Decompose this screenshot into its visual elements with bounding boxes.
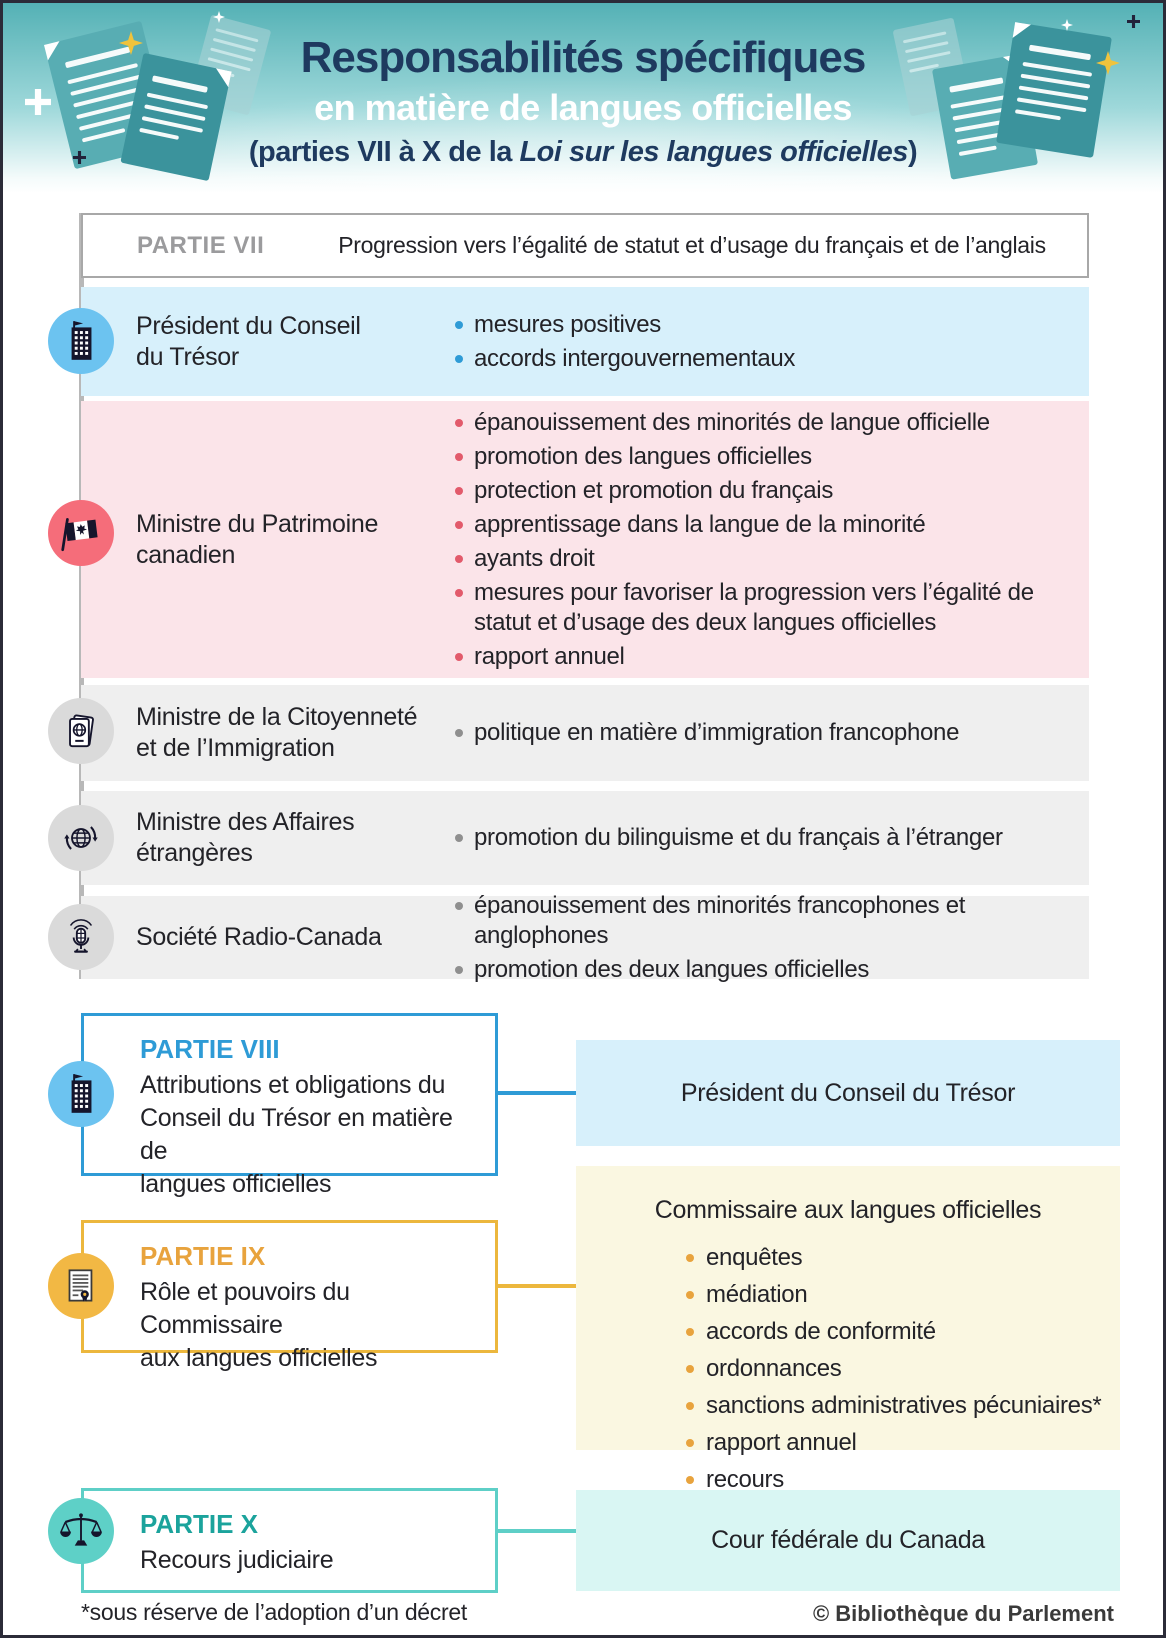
building-icon (48, 1061, 114, 1127)
part9-connector (498, 1284, 576, 1288)
copyright-credit: © Bibliothèque du Parlement (812, 1601, 1114, 1626)
part8-description: Attributions et obligations du Conseil d… (140, 1071, 453, 1198)
bullet-item: politique en matière d’immigration franc… (453, 718, 1079, 748)
responsibility-list: mesures positives accords intergouvernem… (453, 287, 1079, 396)
bullet-item: sanctions administratives pécuniaires* (686, 1387, 1120, 1424)
plus-decoration (1127, 15, 1140, 28)
responsibility-list: épanouissement des minorités de langue o… (453, 401, 1079, 678)
actor-label: Société Radio-Canada (136, 923, 382, 951)
bullet-item: rapport annuel (686, 1424, 1120, 1461)
bullet-item: protection et promotion du français (453, 476, 1079, 506)
bullet-item: promotion des deux langues officielles (453, 955, 1079, 985)
certificate-icon (48, 1253, 114, 1319)
bullet-item: promotion du bilinguisme et du français … (453, 823, 1079, 853)
bullet-item: accords intergouvernementaux (453, 344, 1079, 374)
actor-label: Ministre du Patrimoine canadien (136, 509, 379, 569)
law-title-italic: Loi sur les langues officielles (519, 136, 908, 168)
part7-row-conseil-tresor: Président du Conseil du Trésor mesures p… (81, 287, 1089, 396)
globe-icon (48, 805, 114, 871)
part8-box: PARTIE VIII Attributions et obligations … (81, 1013, 498, 1198)
bullet-item: accords de conformité (686, 1313, 1120, 1350)
commissioner-title: Commissaire aux langues officielles (654, 1196, 1042, 1224)
law-reference: (parties VII à X de la Loi sur les langu… (3, 136, 1163, 169)
part8-connector (496, 1091, 576, 1095)
bullet-item: mesures pour favoriser la progression ve… (453, 578, 1079, 638)
part7-row-affaires-etrangeres: Ministre des Affaires étrangères promoti… (81, 791, 1089, 885)
responsibility-list: promotion du bilinguisme et du français … (453, 791, 1079, 885)
actor-label: Président du Conseil du Trésor (136, 311, 361, 371)
part7-label: PARTIE VII (137, 231, 265, 259)
header-banner: Responsabilités spécifiques en matière d… (3, 3, 1163, 193)
main-title: Responsabilités spécifiques (300, 33, 867, 82)
bullet-item: recours (686, 1461, 1120, 1498)
part7-row-patrimoine: Ministre du Patrimoine canadien épanouis… (81, 401, 1089, 678)
part10-description: Recours judiciaire (140, 1546, 334, 1574)
responsibility-list: épanouissement des minorités francophone… (453, 892, 1079, 983)
part10-connector (498, 1529, 576, 1533)
footnote: *sous réserve de l’adoption d’un décret (81, 1599, 467, 1625)
part7-row-citoyennete: Ministre de la Citoyenneté et de l’Immig… (81, 685, 1089, 781)
actor-label: Ministre de la Citoyenneté et de l’Immig… (136, 703, 418, 762)
part7-row-radio-canada: Société Radio-Canada épanouissement des … (81, 892, 1089, 983)
part10-target-box: Cour fédérale du Canada (576, 1490, 1120, 1591)
canada-flag-icon (48, 500, 114, 566)
part7-header: PARTIE VII Progression vers l’égalité de… (81, 213, 1089, 278)
bullet-item: épanouissement des minorités francophone… (453, 891, 1079, 951)
part9-description: Rôle et pouvoirs du Commissaire aux lang… (140, 1278, 378, 1372)
bullet-item: épanouissement des minorités de langue o… (453, 408, 1079, 438)
bullet-item: ordonnances (686, 1350, 1120, 1387)
part9-target-box: Commissaire aux langues officielles enqu… (576, 1166, 1120, 1493)
part8-label: PARTIE VIII (140, 1034, 280, 1064)
actor-label: Ministre des Affaires étrangères (136, 808, 355, 867)
bullet-item: apprentissage dans la langue de la minor… (453, 510, 1079, 540)
part10-box: PARTIE X Recours judiciaire (81, 1488, 498, 1593)
main-subtitle: en matière de langues officielles (314, 87, 852, 128)
bullet-item: promotion des langues officielles (453, 442, 1079, 472)
part9-label: PARTIE IX (140, 1241, 266, 1271)
bullet-item: ayants droit (453, 544, 1079, 574)
law-reference-prefix: (parties VII à X de la (248, 136, 520, 168)
bullet-item: rapport annuel (453, 642, 1079, 672)
responsibility-list: politique en matière d’immigration franc… (453, 685, 1079, 781)
bullet-item: médiation (686, 1276, 1120, 1313)
part10-label: PARTIE X (140, 1509, 258, 1539)
part9-box: PARTIE IX Rôle et pouvoirs du Commissair… (81, 1220, 498, 1372)
part7-heading: Progression vers l’égalité de statut et … (338, 232, 1046, 258)
passport-icon (48, 698, 114, 764)
part8-target-box: Président du Conseil du Trésor (576, 1040, 1120, 1146)
building-icon (48, 308, 114, 374)
commissioner-powers-list: enquêtes médiation accords de conformité… (686, 1239, 1120, 1498)
scales-icon (48, 1498, 114, 1564)
microphone-icon (48, 904, 114, 970)
bullet-item: mesures positives (453, 310, 1079, 340)
bullet-item: enquêtes (686, 1239, 1120, 1276)
law-reference-suffix: ) (907, 136, 918, 168)
